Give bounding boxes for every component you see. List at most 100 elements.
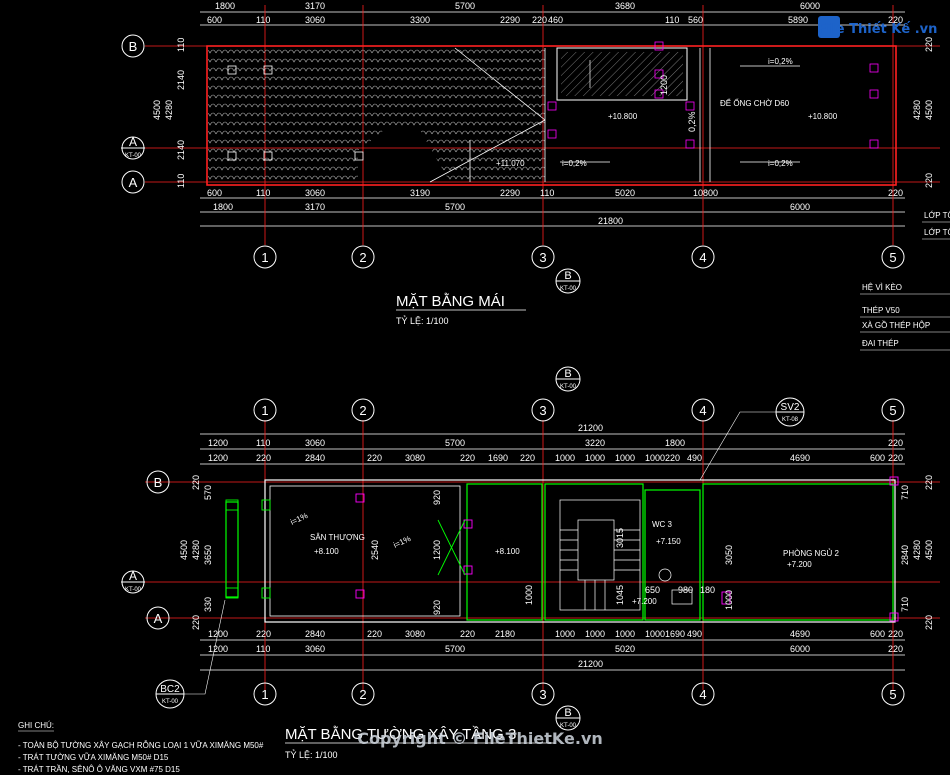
svg-text:710: 710 xyxy=(900,485,910,500)
svg-text:2840: 2840 xyxy=(305,453,325,463)
svg-text:+11.070: +11.070 xyxy=(496,159,525,168)
svg-text:5890: 5890 xyxy=(788,15,808,25)
svg-text:+7.200: +7.200 xyxy=(787,560,812,569)
svg-text:1200: 1200 xyxy=(208,629,228,639)
svg-text:6000: 6000 xyxy=(790,202,810,212)
svg-text:600: 600 xyxy=(870,453,885,463)
svg-text:0,2%: 0,2% xyxy=(687,111,697,132)
general-notes: GHI CHÚ: - TOÀN BỘ TƯỜNG XÂY GẠCH RỖNG L… xyxy=(18,721,264,774)
svg-text:3680: 3680 xyxy=(615,1,635,11)
svg-text:5700: 5700 xyxy=(455,1,475,11)
note-line-3: - TRÁT TRẦN, SÊNÔ Ô VĂNG VXM #75 D15 xyxy=(18,764,180,774)
svg-text:220: 220 xyxy=(924,173,934,188)
svg-text:220: 220 xyxy=(460,453,475,463)
svg-text:+7.200: +7.200 xyxy=(632,597,657,606)
roof-top-dims: 1800 3170 5700 3680 6000 600 110 3060 33… xyxy=(207,1,903,25)
svg-text:3060: 3060 xyxy=(305,15,325,25)
svg-text:1000: 1000 xyxy=(615,453,635,463)
svg-text:10800: 10800 xyxy=(693,188,718,198)
svg-text:180: 180 xyxy=(700,585,715,595)
svg-text:1000: 1000 xyxy=(585,629,605,639)
svg-text:THÉP V50: THÉP V50 xyxy=(862,306,900,315)
svg-text:i=0,2%: i=0,2% xyxy=(562,159,587,168)
room-phong-ngu-2: PHÒNG NGỦ 2 xyxy=(783,549,840,558)
floor-axis-3-top: 3 xyxy=(539,403,546,418)
svg-text:+7.150: +7.150 xyxy=(656,537,681,546)
roof-axis-5: 5 xyxy=(889,250,896,265)
roof-axis-a-tag: A xyxy=(129,135,137,149)
svg-text:i=0,2%: i=0,2% xyxy=(768,159,793,168)
svg-text:330: 330 xyxy=(203,597,213,612)
floor-axis-1-bottom: 1 xyxy=(261,687,268,702)
roof-axis-2: 2 xyxy=(359,250,366,265)
svg-text:4500: 4500 xyxy=(152,100,162,120)
svg-text:220: 220 xyxy=(520,453,535,463)
svg-text:3650: 3650 xyxy=(203,545,213,565)
svg-text:3060: 3060 xyxy=(305,438,325,448)
svg-text:4280: 4280 xyxy=(191,540,201,560)
floor-axis-5-bottom: 5 xyxy=(889,687,896,702)
svg-text:i=1%: i=1% xyxy=(289,511,309,527)
floor-section-tag-top: B xyxy=(564,368,571,380)
svg-text:HỆ VÌ KÈO: HỆ VÌ KÈO xyxy=(862,283,902,292)
svg-text:4280: 4280 xyxy=(164,100,174,120)
svg-text:3170: 3170 xyxy=(305,202,325,212)
detail-bc2-tag: BC2 xyxy=(160,684,180,695)
svg-text:920: 920 xyxy=(432,600,442,615)
svg-text:220: 220 xyxy=(924,37,934,52)
svg-text:220: 220 xyxy=(888,644,903,654)
svg-text:980: 980 xyxy=(678,585,693,595)
watermark-footer: Copyright © FileThietKe.vn xyxy=(357,729,603,748)
svg-text:+8.100: +8.100 xyxy=(314,547,339,556)
svg-text:3060: 3060 xyxy=(305,188,325,198)
svg-text:220: 220 xyxy=(888,188,903,198)
notes-heading: GHI CHÚ: xyxy=(18,721,54,730)
roof-axis-a: A xyxy=(129,175,138,190)
svg-text:2290: 2290 xyxy=(500,188,520,198)
svg-text:220: 220 xyxy=(888,438,903,448)
svg-text:1200: 1200 xyxy=(432,540,442,560)
svg-text:4690: 4690 xyxy=(790,453,810,463)
svg-text:LỚP TÔ: LỚP TÔ xyxy=(924,211,950,220)
room-wc3: WC 3 xyxy=(652,520,673,529)
svg-text:220: 220 xyxy=(532,15,547,25)
svg-text:5020: 5020 xyxy=(615,644,635,654)
svg-text:110: 110 xyxy=(176,174,186,188)
svg-text:3300: 3300 xyxy=(410,15,430,25)
roof-section-sheet: KT-00 xyxy=(560,286,577,292)
floor-bottom-dims: 1200 220 2840 220 3080 220 2180 1000 100… xyxy=(208,629,903,669)
floor-axis-a-tag: A xyxy=(129,569,137,583)
floor-axis-1-top: 1 xyxy=(261,403,268,418)
svg-text:XÀ GỒ THÉP HỘP: XÀ GỒ THÉP HỘP xyxy=(862,320,930,330)
svg-text:4500: 4500 xyxy=(924,540,934,560)
svg-text:2140: 2140 xyxy=(176,140,186,160)
svg-text:5020: 5020 xyxy=(615,188,635,198)
svg-text:220: 220 xyxy=(888,453,903,463)
svg-text:1000: 1000 xyxy=(555,629,575,639)
floor-plan: B A KT-00 A 1 2 3 4 5 1 2 3 4 5 B KT-00 … xyxy=(121,366,940,760)
svg-text:1200: 1200 xyxy=(208,644,228,654)
svg-text:6000: 6000 xyxy=(800,1,820,11)
roof-axis-1: 1 xyxy=(261,250,268,265)
note-line-2: - TRÁT TƯỜNG VỮA XIMĂNG M50# D15 xyxy=(18,753,169,762)
floor-axis-3-bottom: 3 xyxy=(539,687,546,702)
floor-plan-scale: TỶ LỆ: 1/100 xyxy=(285,749,338,760)
floor-axis-a: A xyxy=(154,611,163,626)
svg-text:110: 110 xyxy=(540,188,554,198)
svg-text:110: 110 xyxy=(256,15,270,25)
svg-text:1800: 1800 xyxy=(215,1,235,11)
svg-text:1000: 1000 xyxy=(645,453,665,463)
svg-text:710: 710 xyxy=(900,597,910,612)
svg-text:220: 220 xyxy=(191,615,201,630)
svg-text:220: 220 xyxy=(256,453,271,463)
svg-text:3170: 3170 xyxy=(305,1,325,11)
svg-text:220: 220 xyxy=(888,629,903,639)
roof-right-dims: 4500 4280 220 220 1200 0,2% xyxy=(659,37,934,188)
roof-plan-title: MẶT BẰNG MÁI xyxy=(396,292,505,310)
svg-text:ĐỂ ỐNG CHỜ D60: ĐỂ ỐNG CHỜ D60 xyxy=(720,98,790,108)
roof-labels: +10.800 +10.800 +11.070 i=0,2% i=0,2% i=… xyxy=(496,57,838,168)
svg-text:220: 220 xyxy=(924,475,934,490)
svg-text:5700: 5700 xyxy=(445,202,465,212)
svg-text:220: 220 xyxy=(256,629,271,639)
svg-text:460: 460 xyxy=(548,15,563,25)
